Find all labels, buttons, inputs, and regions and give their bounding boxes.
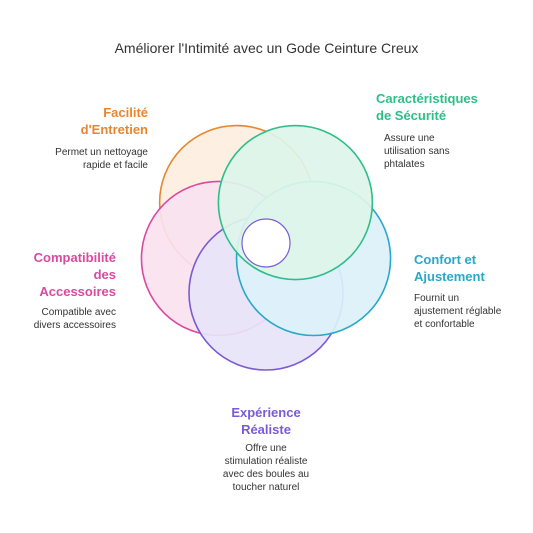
heading-entretien: Facilité d'Entretien <box>40 104 148 138</box>
description-accessoires: Compatible avec divers accessoires <box>20 306 116 332</box>
description-experience-line-2: stimulation réaliste <box>224 456 308 467</box>
heading-accessoires-line-3: Accessoires <box>39 284 116 299</box>
heading-experience-line-2: Réaliste <box>241 422 291 437</box>
description-experience-line-1: Offre une <box>245 443 287 454</box>
heading-entretien-line-2: d'Entretien <box>80 122 148 137</box>
heading-securite-line-1: Caractéristiques <box>376 91 478 106</box>
heading-accessoires: Compatibilité des Accessoires <box>20 249 116 300</box>
heading-entretien-line-1: Facilité <box>103 105 148 120</box>
description-entretien-line-1: Permet un nettoyage <box>55 147 148 158</box>
description-securite-line-1: Assure une <box>384 133 435 144</box>
description-experience: Offre une stimulation réaliste avec des … <box>206 442 326 494</box>
heading-securite-line-2: de Sécurité <box>376 108 447 123</box>
description-entretien-line-2: rapide et facile <box>82 160 148 171</box>
heading-experience: Expérience Réaliste <box>206 404 326 438</box>
description-confort-line-2: ajustement réglable <box>414 306 502 317</box>
description-securite: Assure une utilisation sans phtalates <box>384 132 494 171</box>
heading-confort: Confort et Ajustement <box>414 251 524 285</box>
diagram-title: Améliorer l'Intimité avec un Gode Ceintu… <box>114 40 419 56</box>
description-accessoires-line-1: Compatible avec <box>41 307 116 318</box>
center-hub <box>241 218 291 268</box>
description-confort-line-3: et confortable <box>414 319 475 330</box>
description-securite-line-2: utilisation sans <box>384 146 450 157</box>
petal-securite <box>217 124 374 281</box>
description-confort-line-1: Fournit un <box>414 293 460 304</box>
description-experience-line-4: toucher naturel <box>232 482 300 493</box>
heading-confort-line-2: Ajustement <box>414 269 485 284</box>
description-entretien: Permet un nettoyage rapide et facile <box>40 146 148 172</box>
heading-securite: Caractéristiques de Sécurité <box>376 90 506 124</box>
description-experience-line-3: avec des boules au <box>222 469 310 480</box>
heading-confort-line-1: Confort et <box>414 252 477 267</box>
description-confort: Fournit un ajustement réglable et confor… <box>414 292 529 331</box>
heading-accessoires-line-2: des <box>93 267 116 282</box>
heading-accessoires-line-1: Compatibilité <box>33 250 116 265</box>
description-accessoires-line-2: divers accessoires <box>33 320 116 331</box>
description-securite-line-3: phtalates <box>384 159 425 170</box>
heading-experience-line-1: Expérience <box>231 405 301 420</box>
